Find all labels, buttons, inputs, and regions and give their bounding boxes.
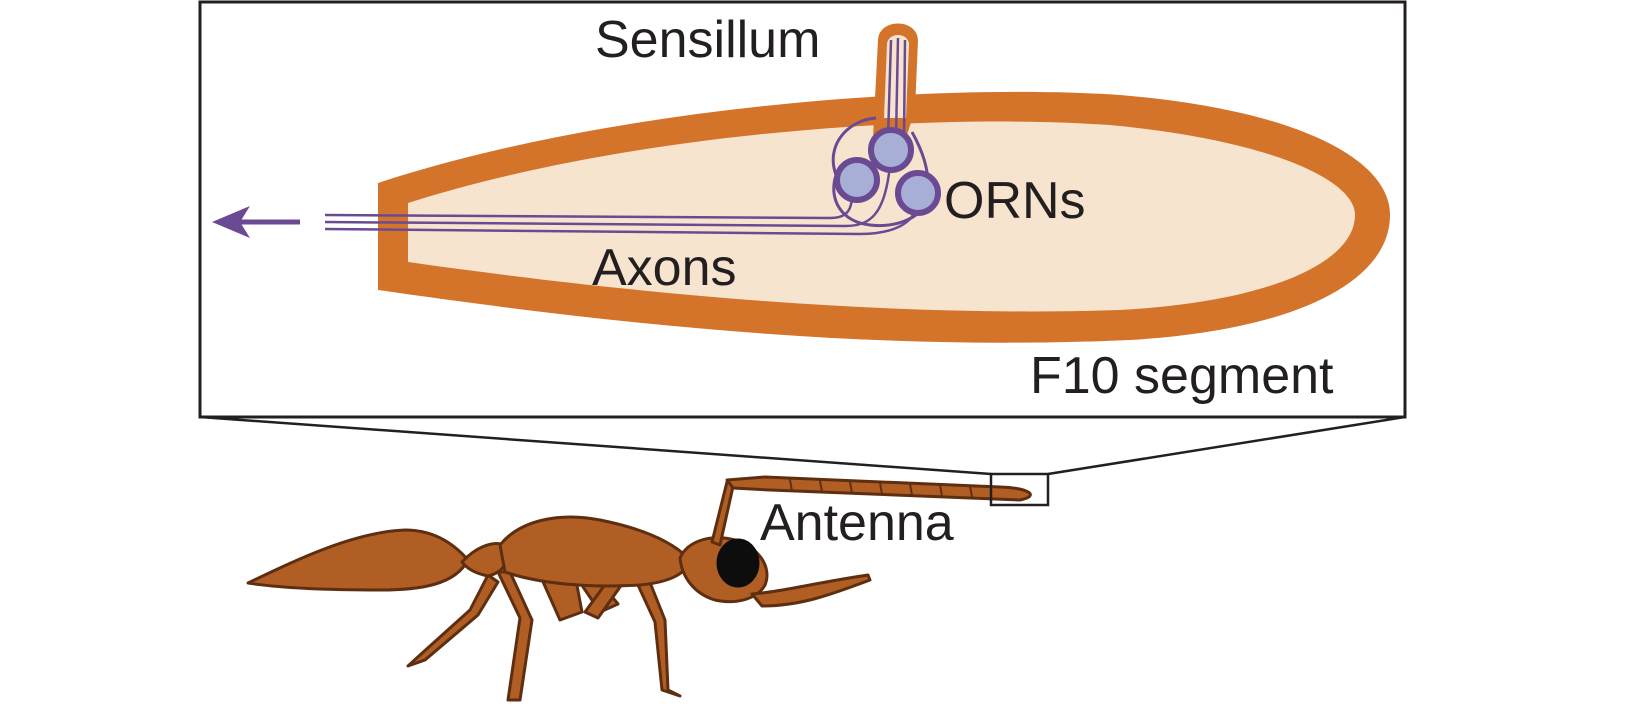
ant-mandibles — [750, 573, 872, 608]
ant-antenna-scape — [710, 480, 736, 547]
antenna-segment-ticks — [789, 479, 973, 498]
label-orns: ORNs — [944, 172, 1086, 230]
label-f10-segment: F10 segment — [1030, 347, 1334, 405]
zoom-projection-lines — [199, 415, 1406, 476]
label-antenna: Antenna — [760, 494, 954, 552]
f10-segment-interior — [408, 121, 1355, 312]
ant-mesosoma — [498, 515, 690, 588]
ant-gaster — [246, 528, 470, 592]
orn-cell-left — [834, 157, 880, 203]
dendrites — [886, 37, 907, 139]
axon-direction-arrow — [212, 206, 300, 238]
orn-cell-right — [895, 170, 941, 216]
antenna-highlight-box — [989, 472, 1050, 507]
label-sensillum: Sensillum — [595, 11, 820, 69]
orn-cell-top — [868, 127, 914, 173]
orn-cell-bodies — [834, 127, 941, 216]
label-axons: Axons — [592, 239, 737, 297]
ant-eye — [716, 538, 760, 588]
ant-legs — [406, 568, 682, 702]
ant-antenna-funiculus — [725, 475, 1032, 502]
ant — [246, 475, 1032, 702]
